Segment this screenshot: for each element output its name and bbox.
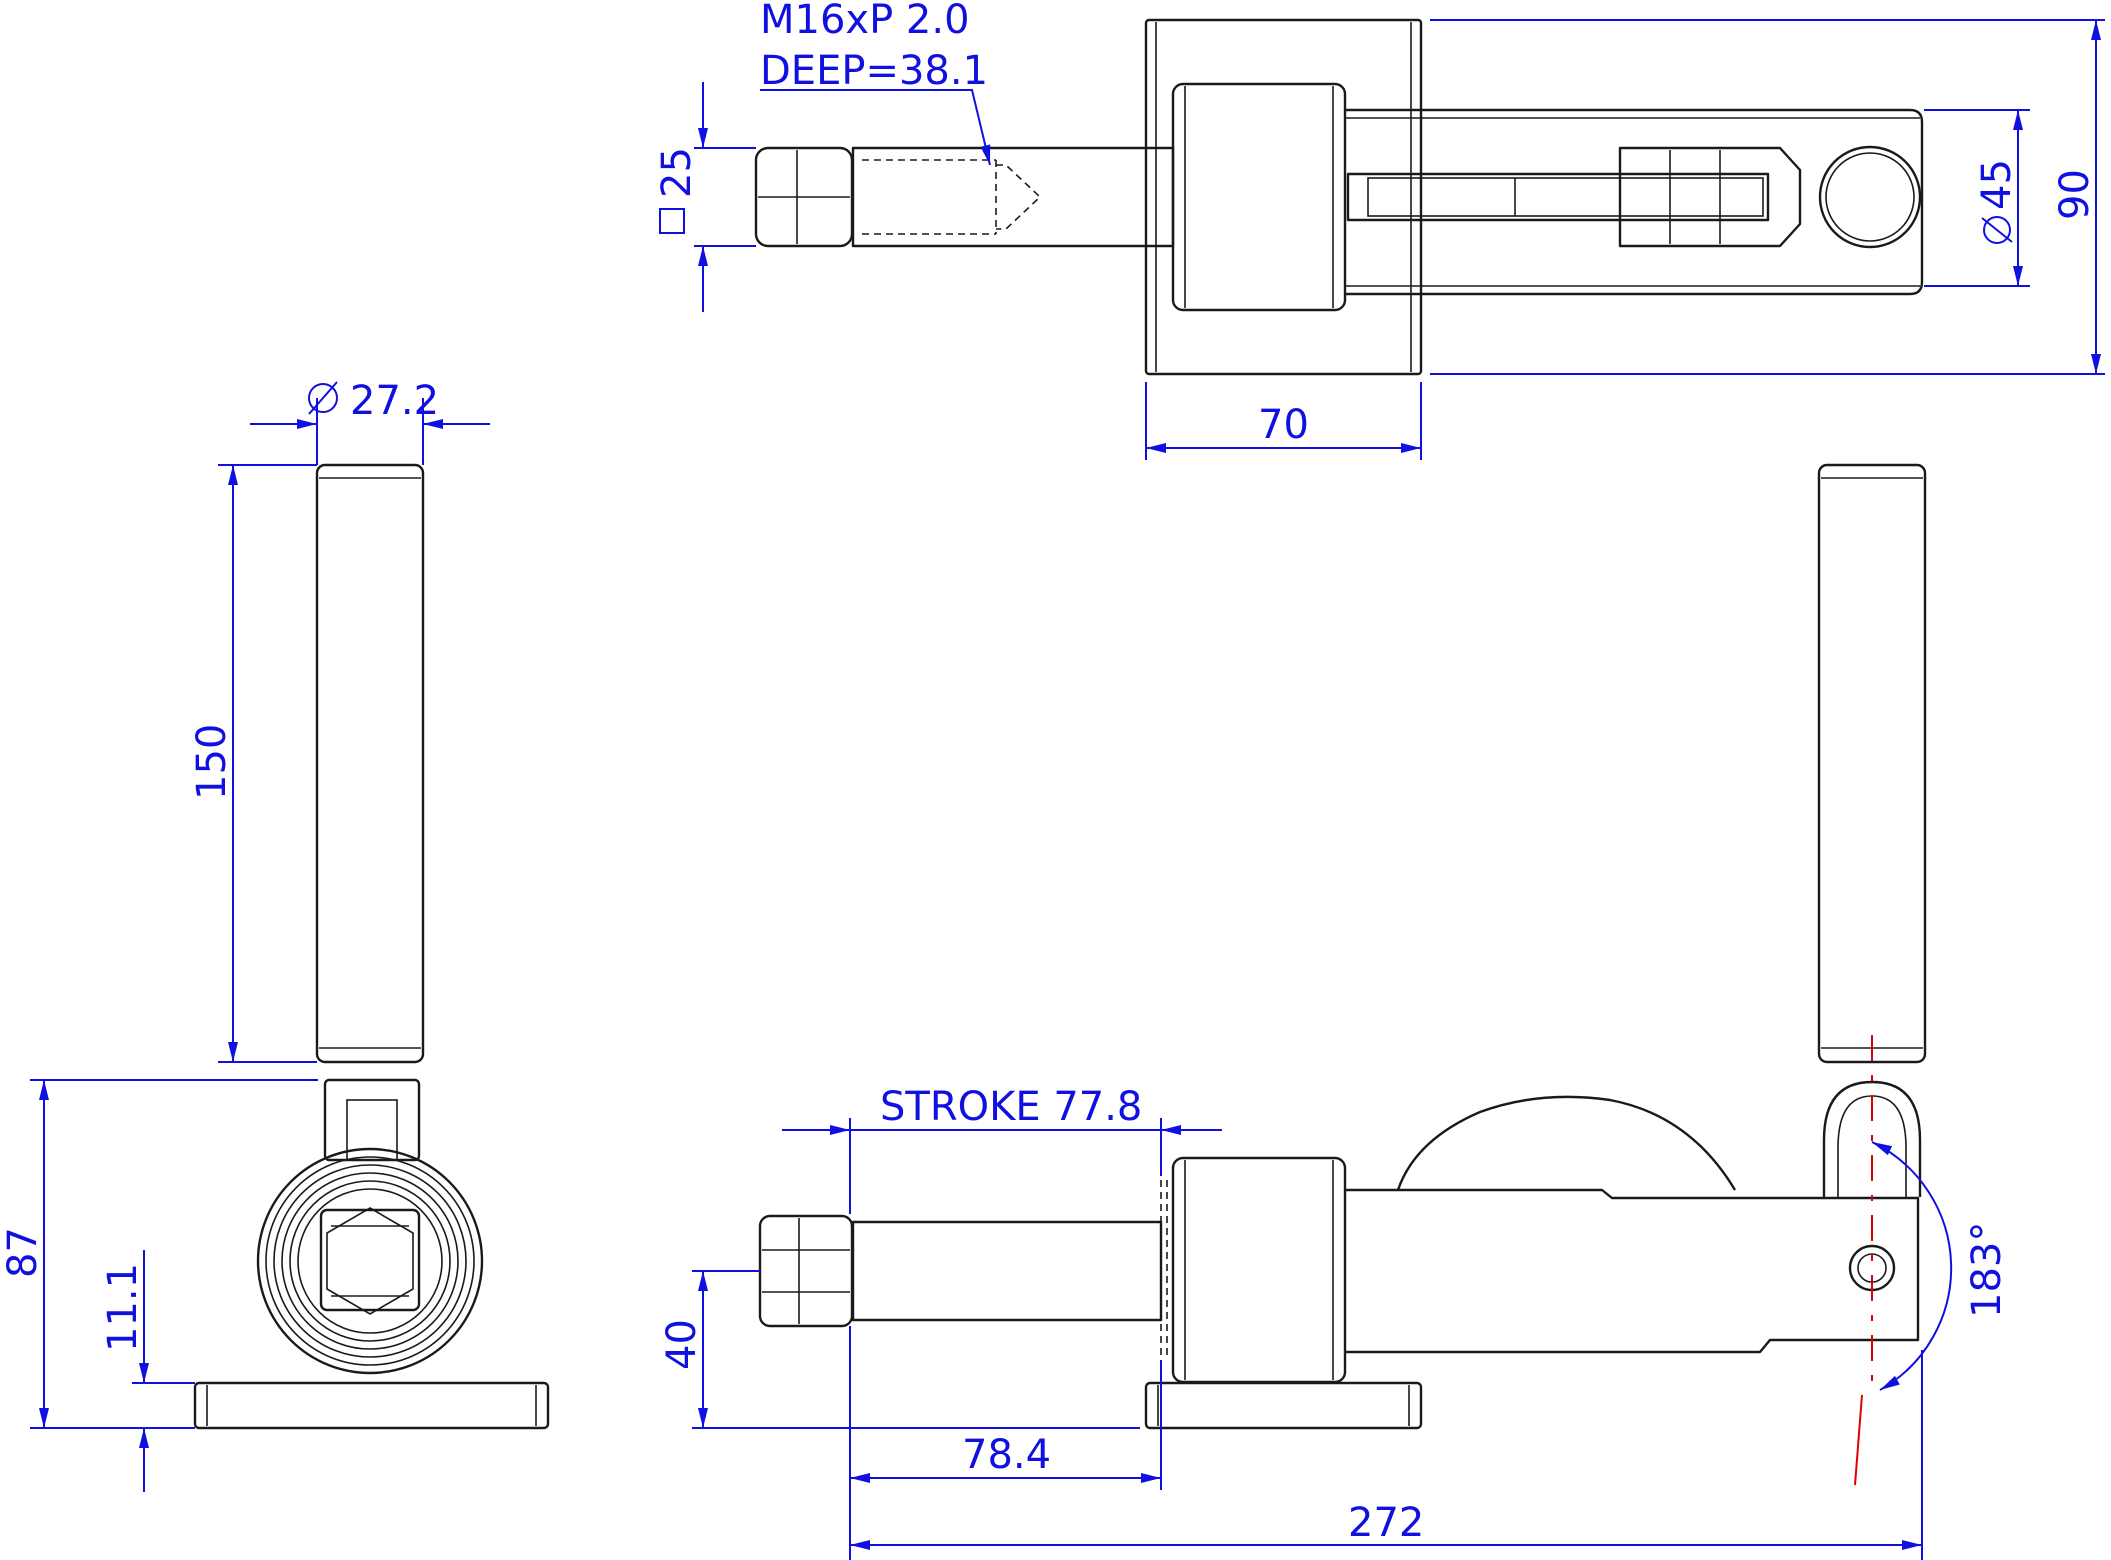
top-arm (1345, 108, 1924, 296)
top-body (1171, 82, 1347, 312)
top-head-ring (1818, 145, 1922, 249)
overall-length-label: 272 (1348, 1500, 1424, 1546)
side-handle (315, 463, 425, 1064)
stroke-label: STROKE 77.8 (880, 1084, 1142, 1130)
side-view (193, 463, 550, 1430)
square-symbol (659, 208, 685, 234)
top-spindle (851, 146, 1175, 248)
front-base-plate (1144, 1381, 1423, 1430)
side-body-ring (256, 1147, 484, 1375)
thread-spec-label: M16xP 2.0 (760, 0, 970, 43)
square-size-label: 25 (654, 147, 700, 198)
side-base-plate (193, 1381, 550, 1430)
front-body (1171, 1156, 1347, 1384)
diameter-head-label: 45 (1974, 159, 2020, 210)
top-hex-nut (754, 146, 854, 248)
spindle-height-label: 40 (659, 1319, 705, 1370)
overall-height-label: 87 (0, 1227, 46, 1278)
base-thickness-label: 11.1 (100, 1263, 146, 1352)
top-view (754, 18, 1924, 376)
handle-length-label: 150 (189, 724, 235, 800)
offset-length-label: 78.4 (962, 1432, 1051, 1478)
height-top-label: 90 (2052, 169, 2098, 220)
top-base-plate (1144, 18, 1423, 376)
diameter-head-dimension: 45 (1974, 159, 2020, 244)
diameter-handle-label: 27.2 (350, 378, 439, 424)
front-hex-nut (758, 1214, 854, 1328)
front-handle (1817, 463, 1927, 1064)
front-arm (1345, 1188, 1920, 1354)
handle-angle-label: 183° (1964, 1222, 2010, 1318)
front-spindle (851, 1220, 1163, 1322)
thread-depth-label: DEEP=38.1 (760, 48, 988, 94)
front-arc-guard (1396, 1095, 1737, 1191)
width-top-label: 70 (1258, 402, 1309, 448)
front-view (758, 463, 1927, 1486)
